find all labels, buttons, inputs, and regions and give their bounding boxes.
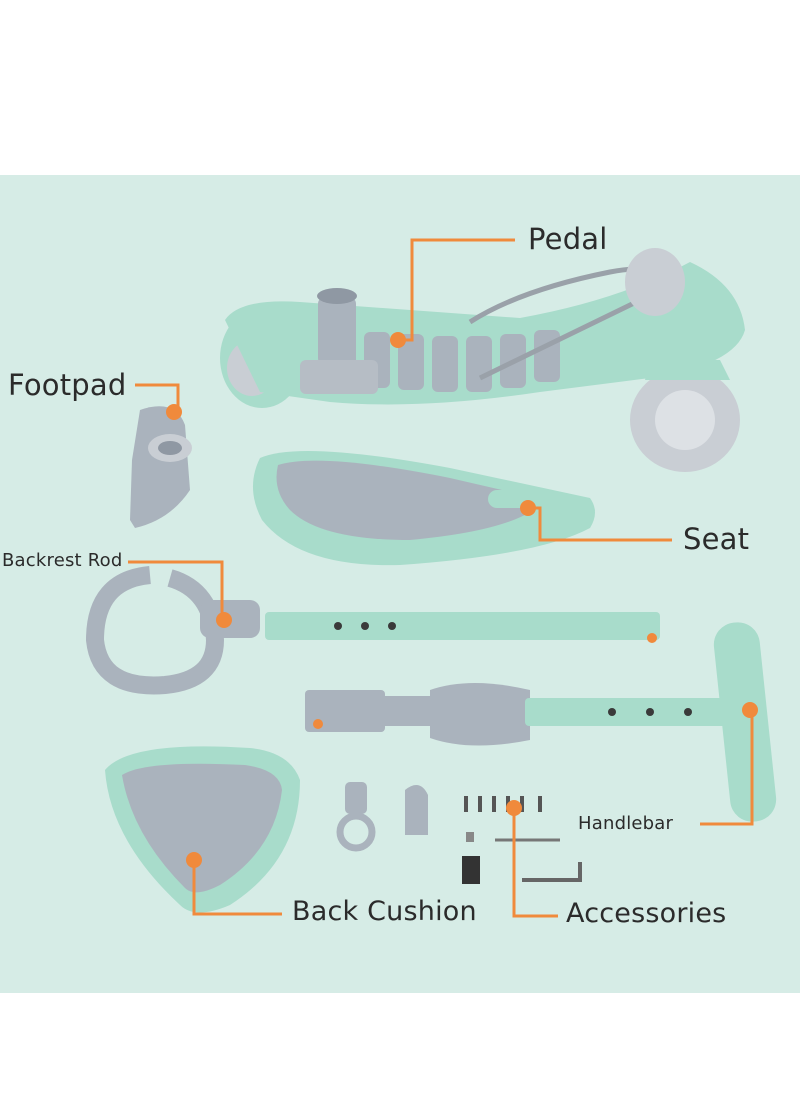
footpad-socket-hole xyxy=(158,441,182,455)
stem-lower xyxy=(305,690,385,732)
grip-strip xyxy=(432,336,458,392)
grip-strip xyxy=(534,330,560,382)
label-pedal: Pedal xyxy=(528,222,608,256)
seat-slot xyxy=(488,490,550,508)
stem-tube xyxy=(525,698,740,726)
back-cushion-part xyxy=(105,746,300,913)
accessory-nut xyxy=(466,832,474,842)
back-cushion-leader xyxy=(192,860,282,916)
backrest-rod-part xyxy=(85,566,660,695)
handlebar-part xyxy=(305,622,777,822)
label-back-cushion: Back Cushion xyxy=(292,896,477,927)
stem-hole xyxy=(608,708,616,716)
leader-lines xyxy=(128,238,754,918)
seat-part xyxy=(252,450,595,566)
label-handlebar: Handlebar xyxy=(578,813,674,834)
seat-leader xyxy=(528,506,672,542)
front-fork xyxy=(645,360,730,380)
backrest-tube xyxy=(265,612,660,640)
backrest-handle-loop xyxy=(85,566,225,695)
footpad-body xyxy=(130,406,190,528)
stem-end-cap xyxy=(313,719,323,729)
label-backrest-rod: Backrest Rod xyxy=(2,550,123,571)
backrest-rod-leader xyxy=(128,560,224,620)
accessory-clamp xyxy=(405,785,428,835)
rod-hole xyxy=(388,622,396,630)
stem-collar xyxy=(380,696,440,726)
seat-surface xyxy=(276,460,545,540)
label-footpad: Footpad xyxy=(8,368,127,402)
pedal-leader xyxy=(398,238,515,342)
accessory-bracket xyxy=(345,782,367,814)
backrest-rod-marker xyxy=(216,612,232,628)
rod-hole xyxy=(361,622,369,630)
footpad-leader xyxy=(135,383,180,412)
footpad-marker xyxy=(166,404,182,420)
rod-end-cap xyxy=(647,633,657,643)
stem-hole xyxy=(646,708,654,716)
label-accessories: Accessories xyxy=(566,898,727,929)
accessories-part xyxy=(336,782,582,884)
seat-post-socket-top xyxy=(317,288,357,304)
handlebar-grip xyxy=(713,622,777,822)
footpad-part xyxy=(130,404,192,528)
accessory-plate xyxy=(462,856,480,884)
grip-strip xyxy=(398,334,424,390)
front-wheel-top xyxy=(625,248,685,316)
seat-clip xyxy=(560,497,595,527)
accessory-hex-key xyxy=(522,862,582,882)
deck-clamp xyxy=(300,360,378,394)
accessory-ring xyxy=(336,812,376,852)
scooter-deck-part xyxy=(220,248,745,472)
accessories-leader xyxy=(512,808,558,918)
stem-hole xyxy=(684,708,692,716)
grip-strip xyxy=(466,336,492,392)
cushion-pad xyxy=(122,763,282,893)
handlebar-leader xyxy=(700,708,754,826)
label-seat: Seat xyxy=(683,522,750,556)
seat-post-socket xyxy=(318,296,356,366)
rod-hole xyxy=(334,622,342,630)
stem-clamp xyxy=(430,683,530,746)
front-wheel-hub xyxy=(655,390,715,450)
